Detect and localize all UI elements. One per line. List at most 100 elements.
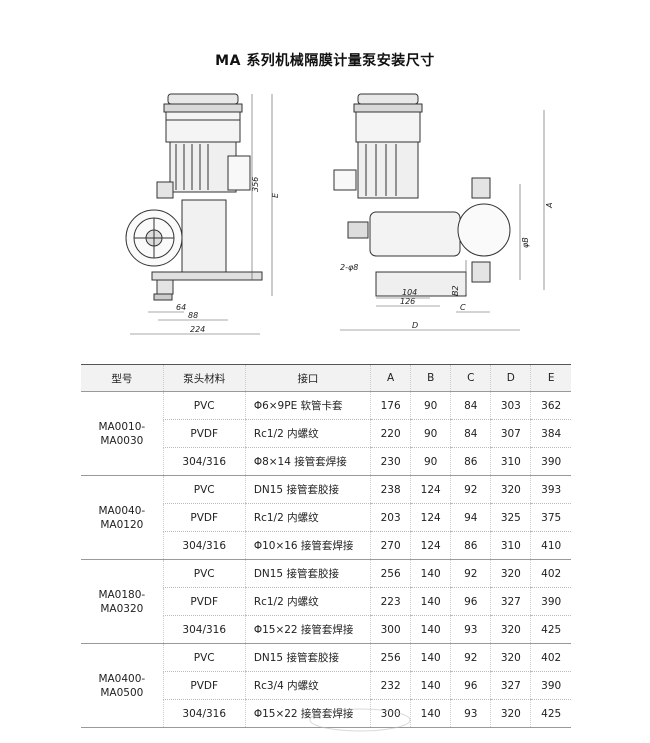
dim-d-cell: 307 xyxy=(490,419,531,448)
material-cell: PVDF xyxy=(162,587,246,616)
right-view-dimensions xyxy=(340,110,545,331)
model-cell: MA0010-MA0030 xyxy=(81,391,164,476)
material-cell: PVC xyxy=(162,559,246,588)
left-view-dimensions xyxy=(130,94,273,335)
dim-c-cell: 92 xyxy=(450,475,491,504)
watermark-logo xyxy=(309,708,411,732)
connection-cell: Φ10×16 接管套焊接 xyxy=(244,531,371,560)
dim-c-cell: 93 xyxy=(450,615,491,644)
dim-e-cell: 402 xyxy=(530,643,571,672)
material-cell: PVDF xyxy=(162,671,246,700)
dim-b2: B2 xyxy=(451,285,460,296)
dim-e-cell: 384 xyxy=(530,419,571,448)
dim-e-cell: 390 xyxy=(530,671,571,700)
connection-cell: Rc1/2 内螺纹 xyxy=(244,503,371,532)
connection-cell: Φ15×22 接管套焊接 xyxy=(244,615,371,644)
material-cell: PVC xyxy=(162,643,246,672)
dim-c-cell: 96 xyxy=(450,587,491,616)
right-view-drawing xyxy=(333,93,511,297)
dim-c: C xyxy=(460,303,466,312)
dim-d-cell: 303 xyxy=(490,391,531,420)
dim-a-cell: 300 xyxy=(370,699,411,728)
dim-b-cell: 124 xyxy=(410,475,451,504)
header-c: C xyxy=(450,364,491,392)
page-title: MA 系列机械隔膜计量泵安装尺寸 xyxy=(215,53,435,69)
connection-cell: DN15 接管套胶接 xyxy=(244,643,371,672)
dim-a-cell: 270 xyxy=(370,531,411,560)
dim-e-cell: 402 xyxy=(530,559,571,588)
model-line-2: MA0320 xyxy=(100,602,144,615)
dim-c-cell: 84 xyxy=(450,419,491,448)
model-cell: MA0400-MA0500 xyxy=(81,643,164,728)
dim-c-cell: 96 xyxy=(450,671,491,700)
dim-d-cell: 320 xyxy=(490,699,531,728)
dim-88: 88 xyxy=(188,311,198,320)
dim-e-cell: 390 xyxy=(530,587,571,616)
connection-cell: Rc1/2 内螺纹 xyxy=(244,587,371,616)
dim-224: 224 xyxy=(190,325,205,334)
material-cell: PVDF xyxy=(162,419,246,448)
dim-c-cell: 93 xyxy=(450,699,491,728)
model-line-2: MA0030 xyxy=(100,434,144,447)
model-line-2: MA0500 xyxy=(100,686,144,699)
header-e: E xyxy=(530,364,571,392)
pump-installation-drawing: 356 E 64 88 224 2-φ8 104 126 B2 C D φB A xyxy=(125,93,554,335)
dim-c-cell: 92 xyxy=(450,643,491,672)
dim-a-cell: 238 xyxy=(370,475,411,504)
material-cell: 304/316 xyxy=(162,699,246,728)
dim-b-cell: 140 xyxy=(410,587,451,616)
dim-e-cell: 393 xyxy=(530,475,571,504)
dim-b-cell: 140 xyxy=(410,699,451,728)
model-line-2: MA0120 xyxy=(100,518,144,531)
header-model: 型号 xyxy=(81,364,164,392)
dim-356: 356 xyxy=(251,177,260,192)
dim-a-cell: 300 xyxy=(370,615,411,644)
dim-b-cell: 140 xyxy=(410,615,451,644)
dim-a-cell: 220 xyxy=(370,419,411,448)
dim-e-cell: 390 xyxy=(530,447,571,476)
left-view-drawing xyxy=(125,93,263,301)
header-connection: 接口 xyxy=(244,364,371,392)
dim-d-cell: 320 xyxy=(490,475,531,504)
dim-d: D xyxy=(412,321,418,330)
model-line-1: MA0180- xyxy=(98,588,146,601)
dim-c-cell: 92 xyxy=(450,559,491,588)
header-a: A xyxy=(370,364,411,392)
material-cell: PVDF xyxy=(162,503,246,532)
connection-cell: Rc1/2 内螺纹 xyxy=(244,419,371,448)
dim-phib: φB xyxy=(521,237,530,248)
dim-126: 126 xyxy=(400,297,415,306)
dim-2-phi8: 2-φ8 xyxy=(340,263,358,272)
header-b: B xyxy=(410,364,451,392)
dim-c-cell: 84 xyxy=(450,391,491,420)
dim-a-cell: 256 xyxy=(370,643,411,672)
dim-d-cell: 325 xyxy=(490,503,531,532)
material-cell: PVC xyxy=(162,391,246,420)
dim-a-cell: 223 xyxy=(370,587,411,616)
dim-b-cell: 90 xyxy=(410,447,451,476)
dim-e-cell: 425 xyxy=(530,615,571,644)
dim-c-cell: 94 xyxy=(450,503,491,532)
dim-d-cell: 327 xyxy=(490,671,531,700)
connection-cell: Rc3/4 内螺纹 xyxy=(244,671,371,700)
dim-e-cell: 410 xyxy=(530,531,571,560)
dim-a-cell: 232 xyxy=(370,671,411,700)
connection-cell: DN15 接管套胶接 xyxy=(244,475,371,504)
dim-a-cell: 203 xyxy=(370,503,411,532)
dim-e: E xyxy=(271,192,280,198)
dim-e-cell: 375 xyxy=(530,503,571,532)
model-line-1: MA0010- xyxy=(98,420,146,433)
